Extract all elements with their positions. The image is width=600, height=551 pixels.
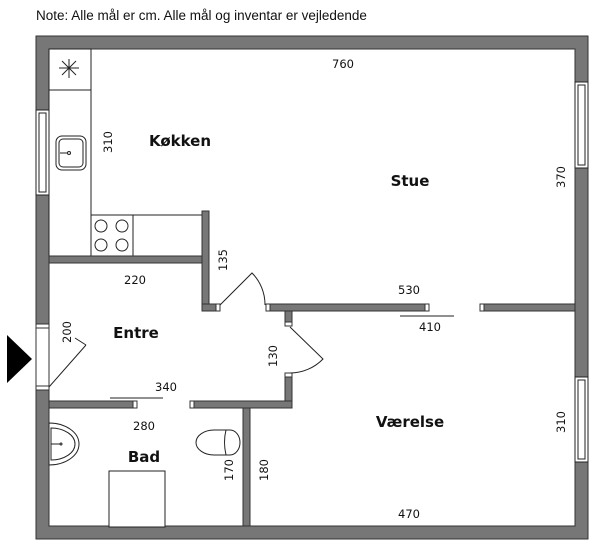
dim-310-bedroom: 310 [554, 411, 568, 433]
window-kitchen [35, 109, 50, 196]
interior-walls [48, 210, 576, 527]
outer-walls [35, 35, 589, 540]
dim-760: 760 [332, 57, 354, 71]
dim-220: 220 [124, 273, 146, 287]
window-bedroom [574, 376, 589, 463]
dim-170: 170 [222, 459, 236, 481]
dim-135: 135 [216, 249, 230, 271]
entrance-arrow-icon [7, 335, 32, 383]
entry-door-opening [35, 326, 50, 388]
shower-area [108, 470, 166, 528]
room-label-living: Stue [391, 172, 430, 190]
room-label-entrance: Entre [113, 324, 159, 342]
room-label-bedroom: Værelse [376, 413, 444, 431]
dim-130: 130 [266, 345, 280, 367]
dim-310-kitchen: 310 [101, 131, 115, 153]
fridge-icon [59, 59, 79, 78]
kitchen-counter-bottom [90, 214, 203, 257]
plan-note: Note: Alle mål er cm. Alle mål og invent… [36, 8, 367, 23]
room-label-bathroom: Bad [128, 448, 160, 466]
room-label-kitchen: Køkken [149, 132, 211, 150]
stove-icon [94, 219, 129, 252]
dim-410: 410 [419, 320, 441, 334]
kitchen-door-swing [219, 272, 266, 306]
bedroom-door-swing [289, 326, 324, 374]
dim-470: 470 [398, 507, 420, 521]
dim-340: 340 [155, 380, 177, 394]
dim-280: 280 [133, 419, 155, 433]
dim-530: 530 [398, 283, 420, 297]
window-living [574, 81, 589, 169]
toilet-icon [195, 429, 241, 456]
sink-icon [55, 135, 87, 171]
entry-door-swing [48, 337, 87, 388]
washbasin-icon [48, 422, 80, 466]
dim-370: 370 [554, 166, 568, 188]
dim-200: 200 [60, 321, 74, 343]
dim-180: 180 [257, 459, 271, 481]
